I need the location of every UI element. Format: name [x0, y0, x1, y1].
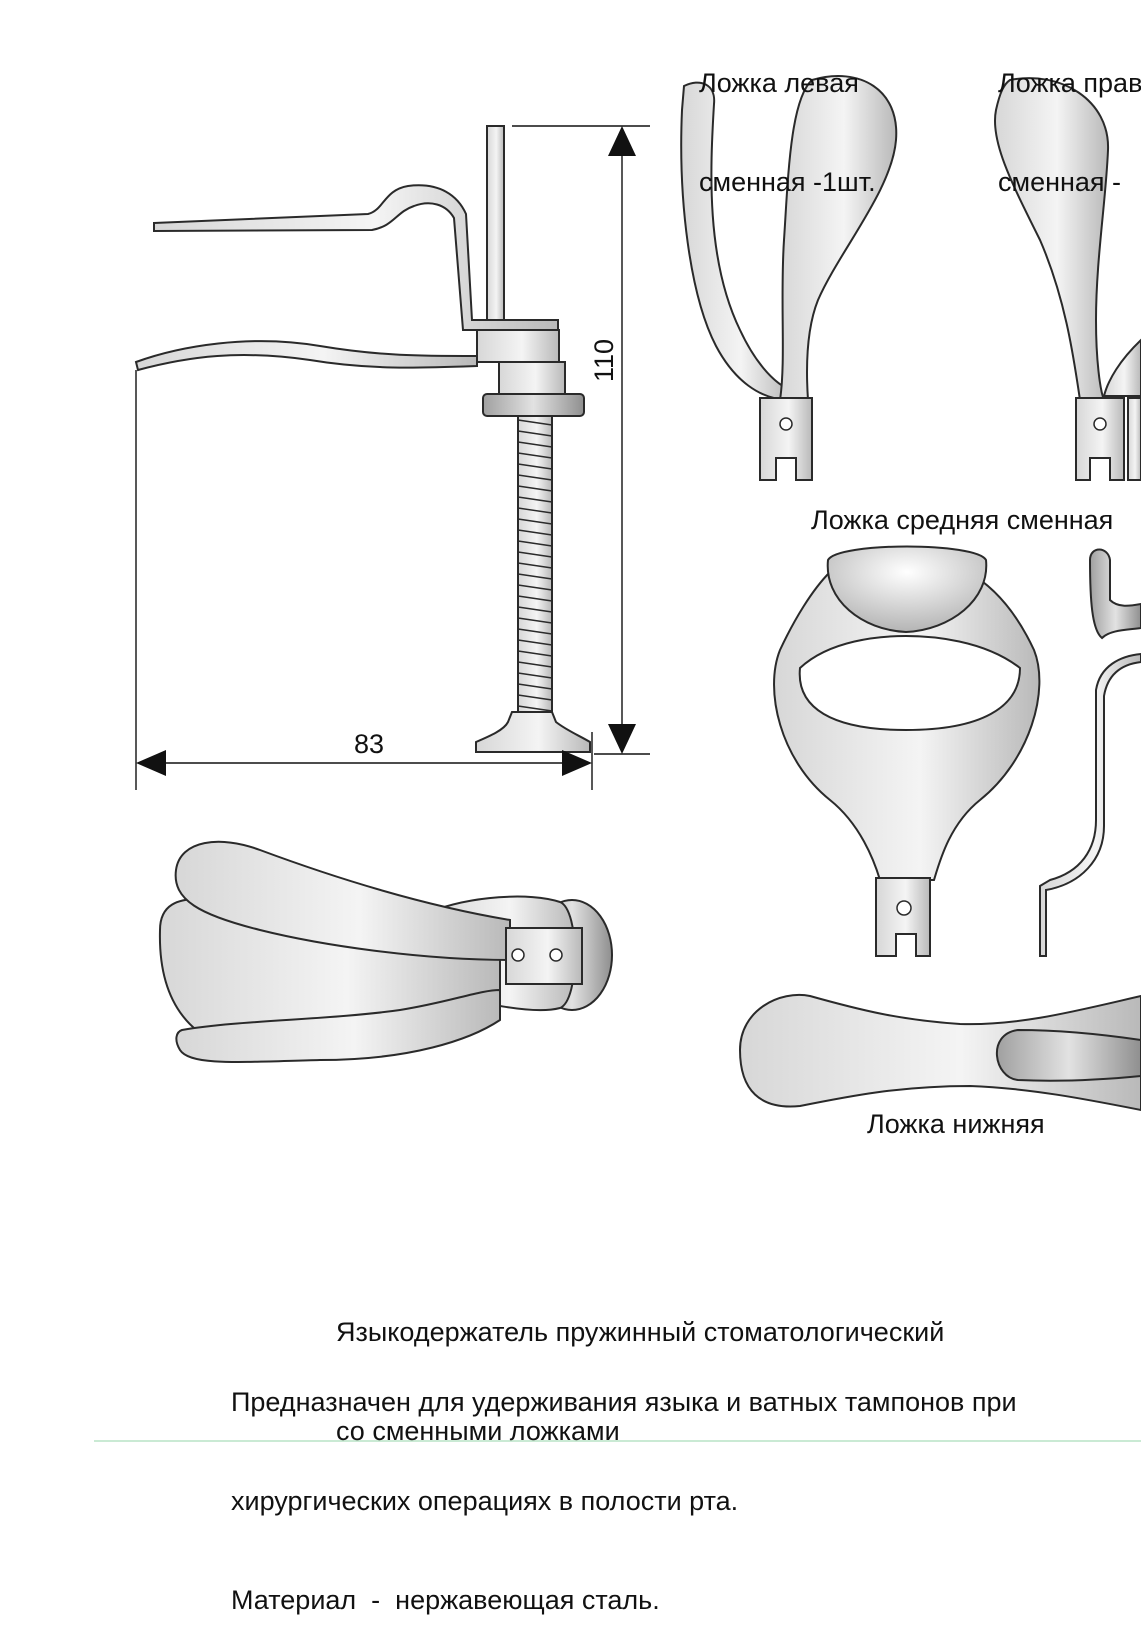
product-title-line1: Языкодержатель пружинный стоматологическ…	[336, 1317, 945, 1347]
thread-ridge	[517, 562, 553, 569]
thread-ridge	[517, 551, 553, 558]
side-view: 110 83	[134, 125, 650, 790]
screw-foot	[475, 711, 591, 753]
lower-plate	[134, 340, 478, 372]
thread-ridge	[517, 496, 553, 503]
left-spoon-label-line1: Ложка левая	[699, 68, 859, 98]
product-title: Языкодержатель пружинный стоматологическ…	[336, 1250, 944, 1481]
thread-ridge	[517, 584, 553, 591]
thread-ridge	[517, 683, 553, 690]
thread-ridge	[517, 485, 553, 492]
instrument-drawing: 110 83	[94, 75, 1141, 1442]
width-dimension: 83	[354, 729, 384, 759]
upper-plate	[153, 184, 559, 331]
left-spoon	[680, 75, 898, 481]
thread-ridge	[517, 529, 553, 536]
middle-spoon-label: Ложка средняя сменная	[811, 505, 1114, 535]
collar-block	[476, 329, 560, 363]
thread-ridge	[517, 441, 553, 448]
left-spoon-label-line2: сменная -1шт.	[699, 167, 876, 197]
thread-ridge	[517, 540, 553, 547]
collar-lower	[498, 361, 566, 395]
thread-ridge	[517, 595, 553, 602]
thread-ridge	[517, 705, 553, 712]
right-spoon-label-line1: Ложка прав	[998, 68, 1141, 98]
purpose-line2: хирургических операциях в полости рта.	[231, 1486, 739, 1516]
clamp-block	[505, 927, 583, 985]
thread-ridge	[517, 463, 553, 470]
height-dimension: 110	[589, 339, 619, 382]
middle-spoon	[773, 545, 1041, 957]
thread-ridge	[517, 430, 553, 437]
thread-ridge	[517, 672, 553, 679]
thread-ridge	[517, 661, 553, 668]
right-spoon-label-line2: сменная -	[998, 167, 1122, 197]
knurled-nut	[482, 393, 585, 417]
product-title-line2: со сменными ложками	[336, 1416, 620, 1446]
product-description: Предназначен для удерживания языка и ват…	[231, 1320, 1017, 1650]
material-line: Материал - нержавеющая сталь.	[231, 1585, 660, 1615]
thread-ridge	[517, 606, 553, 613]
thread-ridge	[517, 650, 553, 657]
thread-ridge	[517, 474, 553, 481]
lower-spoon	[738, 994, 1141, 1112]
top-view	[158, 840, 613, 1063]
thread-ridge	[517, 518, 553, 525]
middle-spoon-profile	[1039, 548, 1141, 957]
right-spoon	[994, 77, 1141, 481]
thread-ridge	[517, 639, 553, 646]
thread-ridge	[517, 617, 553, 624]
thread-ridge	[517, 452, 553, 459]
purpose-line1: Предназначен для удерживания языка и ват…	[231, 1387, 1017, 1417]
right-spoon-label: Ложка прав сменная -	[998, 1, 1141, 232]
thread-ridge	[517, 694, 553, 701]
screw-thread	[517, 419, 553, 712]
left-spoon-label: Ложка левая сменная -1шт.	[699, 1, 876, 232]
thread-ridge	[517, 419, 553, 426]
thread-ridge	[517, 507, 553, 514]
lower-spoon-label: Ложка нижняя	[867, 1109, 1045, 1139]
thread-ridge	[517, 573, 553, 580]
thread-ridge	[517, 628, 553, 635]
vertical-rod	[486, 125, 505, 327]
